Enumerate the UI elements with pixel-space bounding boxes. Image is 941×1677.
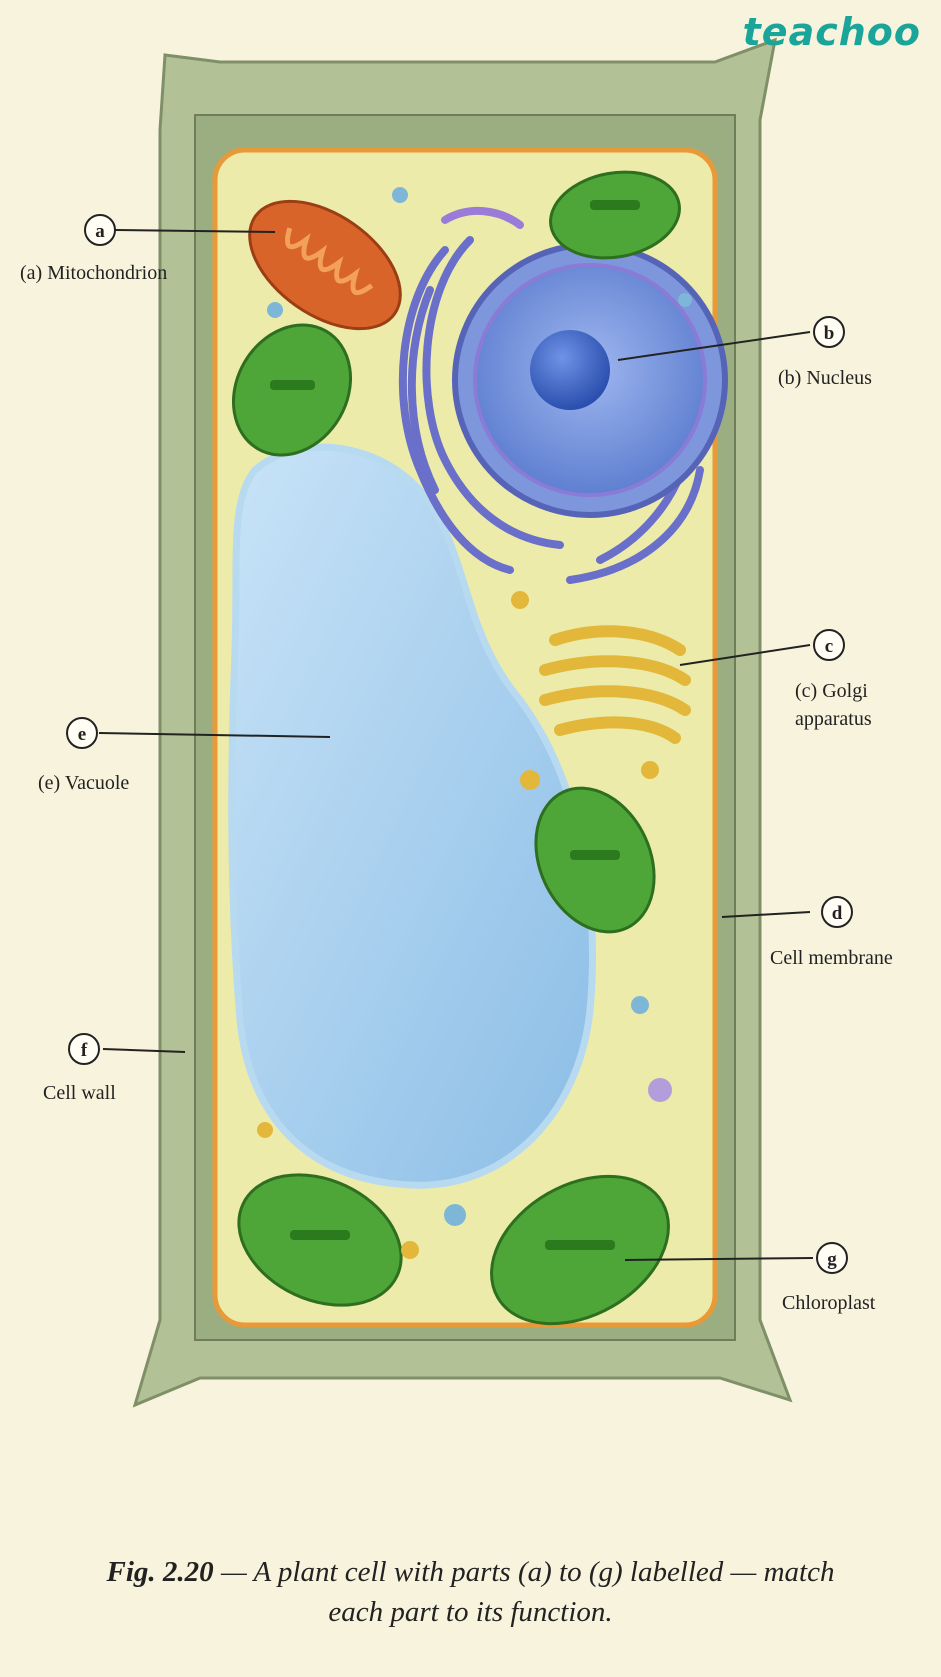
badge-g: g [827, 1249, 837, 1270]
leader-lines [98, 229, 814, 1261]
mitochondrion [248, 199, 402, 331]
label-cell-wall: Cell wall [43, 1082, 116, 1104]
chloroplasts [231, 170, 681, 1326]
label-vacuole: (e) Vacuole [38, 772, 130, 794]
badge-d: d [832, 903, 843, 924]
label-cell-membrane: Cell membrane [770, 947, 893, 969]
badge-a: a [95, 221, 105, 242]
brand-logo: teachoo [742, 10, 921, 54]
badge-b: b [824, 323, 835, 344]
nucleus [452, 242, 728, 518]
label-nucleus: (b) Nucleus [778, 367, 872, 389]
caption-line2: each part to its function. [328, 1596, 613, 1628]
caption-line1-text: — A plant cell with parts (a) to (g) lab… [213, 1556, 835, 1588]
figure-caption: Fig. 2.20 — A plant cell with parts (a) … [40, 1552, 901, 1632]
badge-e: e [78, 724, 86, 745]
badge-c: c [825, 636, 833, 657]
vacuole-shape [228, 443, 596, 1189]
letter-badges [66, 214, 853, 1274]
badge-f: f [81, 1040, 88, 1061]
label-golgi-line2: apparatus [795, 708, 872, 730]
label-mitochondrion: (a) Mitochondrion [20, 262, 168, 284]
label-golgi-line1: (c) Golgi [795, 680, 868, 702]
golgi-apparatus [539, 625, 691, 744]
endoplasmic-reticulum [398, 206, 704, 584]
caption-fig-number: Fig. 2.20 [106, 1556, 214, 1588]
label-chloroplast: Chloroplast [782, 1292, 876, 1314]
vesicles [257, 187, 692, 1259]
caption-line1: Fig. 2.20 — A plant cell with parts (a) … [40, 1552, 901, 1592]
